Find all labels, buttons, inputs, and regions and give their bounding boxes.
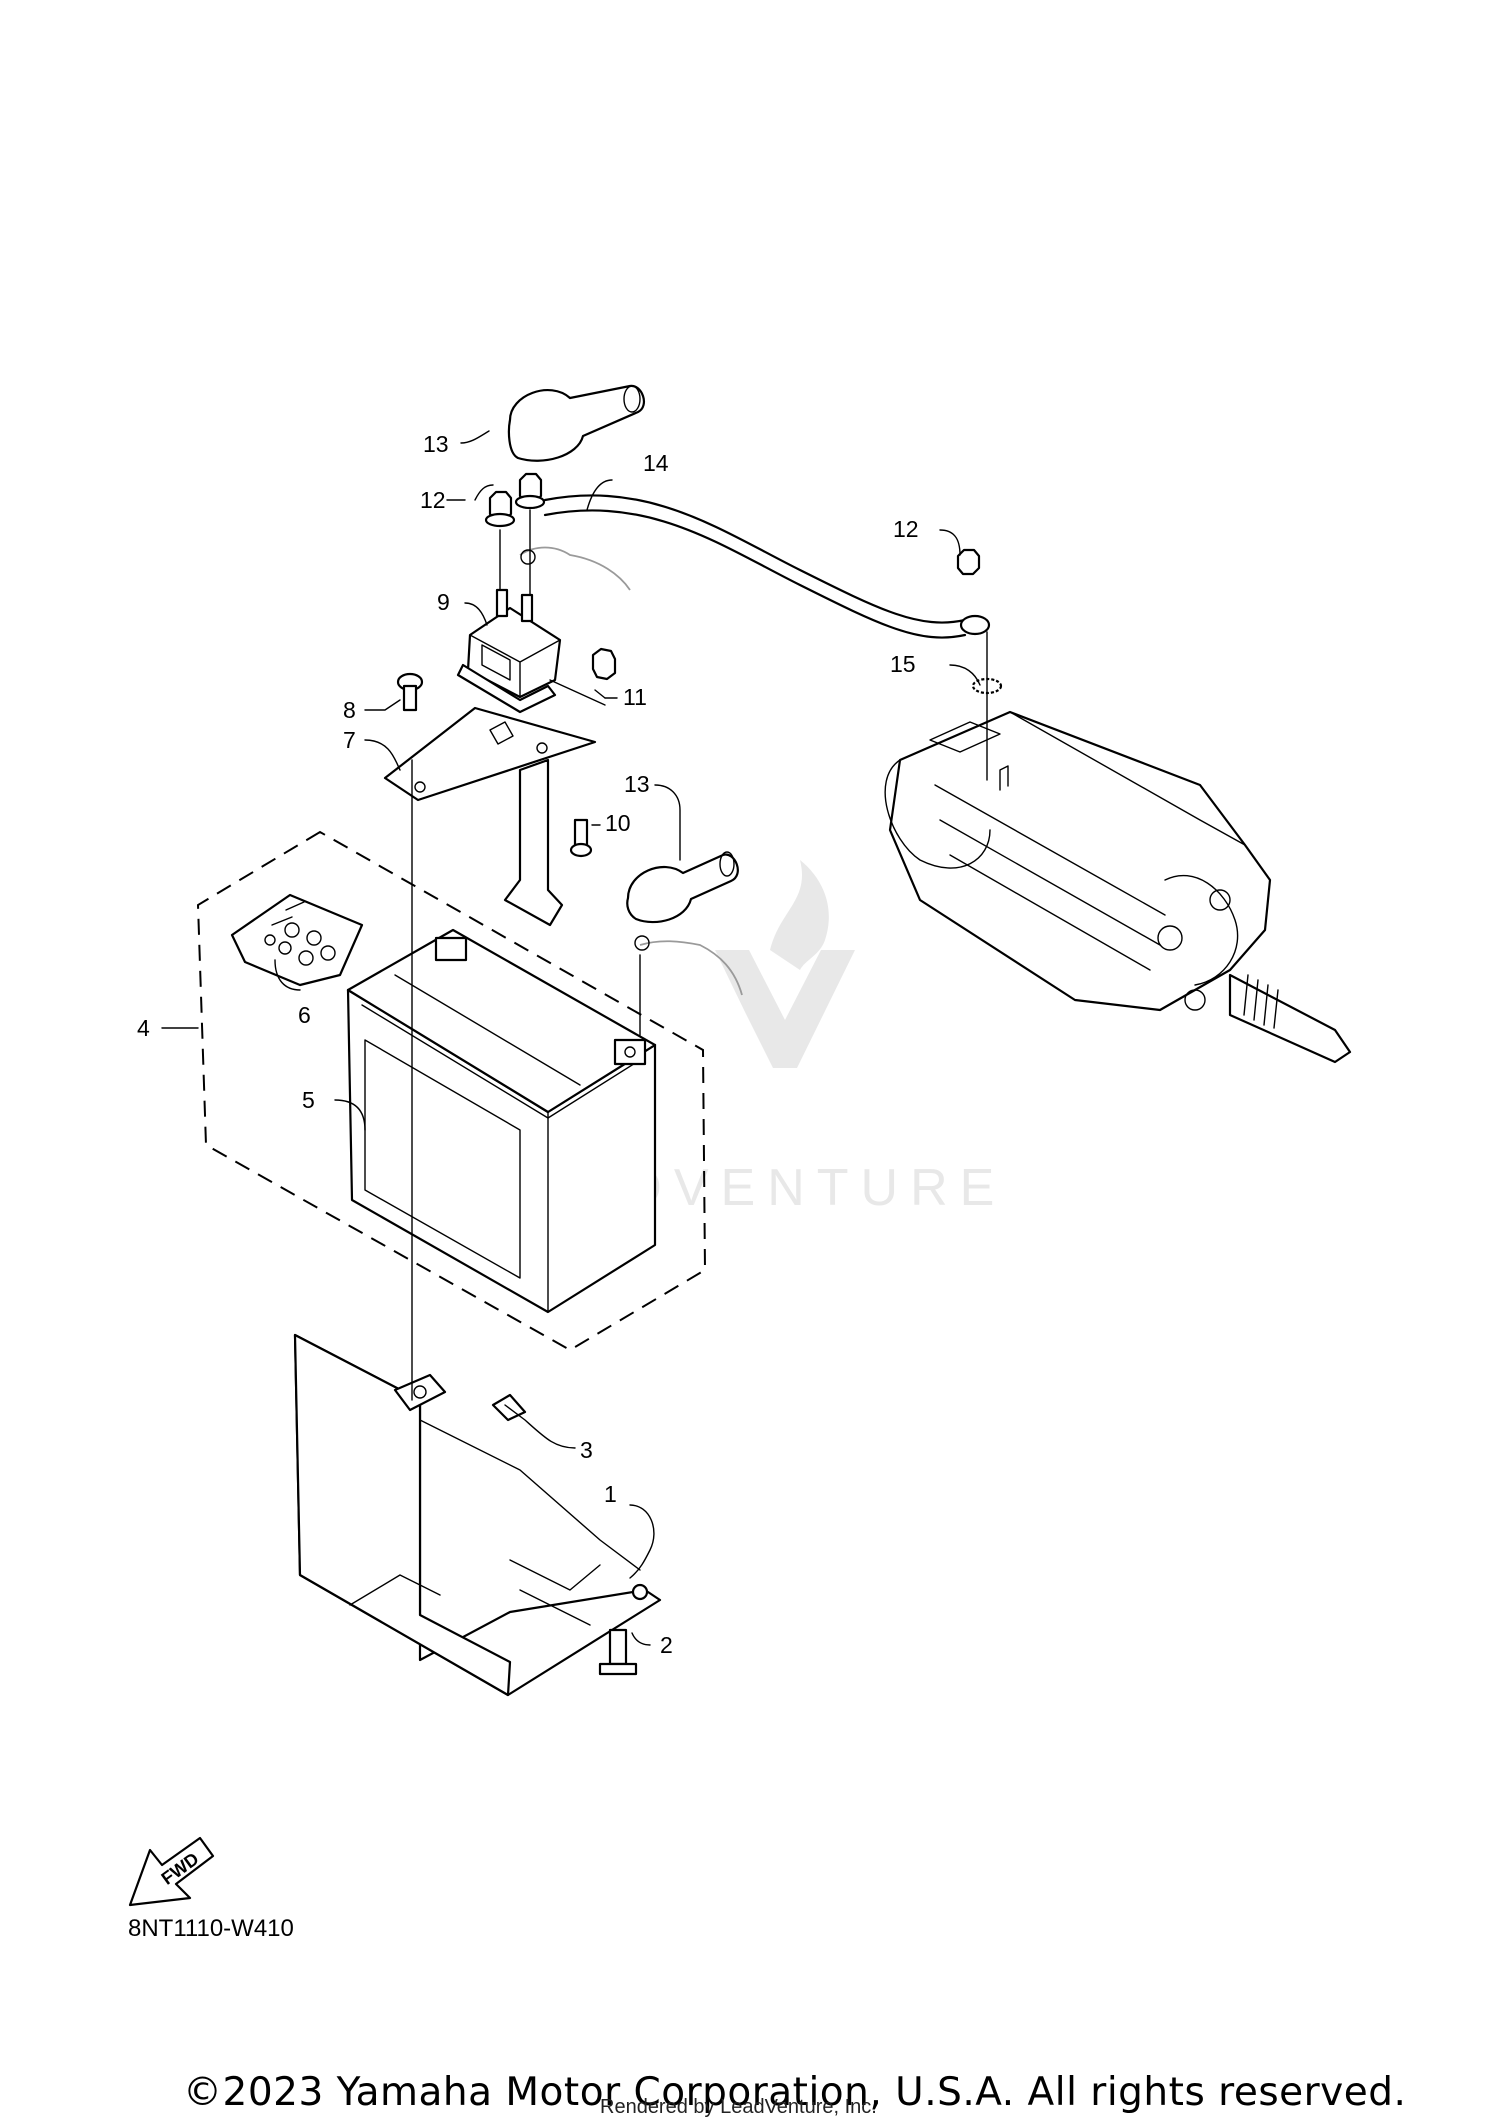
callout-7: 7: [343, 727, 356, 753]
terminal-screws-pack: [230, 893, 364, 987]
callout-5: 5: [302, 1087, 315, 1113]
callout-11: 11: [623, 684, 647, 710]
starter-motor: [884, 710, 1352, 1064]
callout-15: 15: [890, 651, 916, 677]
bracket-7: [383, 706, 597, 927]
diagram-code: 8NT1110-W410: [128, 1915, 294, 1942]
battery-box: [293, 1333, 662, 1697]
callout-13-top: 13: [423, 431, 449, 457]
fwd-arrow-icon: FWD: [128, 1836, 215, 1907]
callout-2: 2: [660, 1632, 673, 1658]
callout-10: 10: [605, 810, 631, 836]
bolt-2: [598, 1628, 638, 1676]
callouts: 1 2 3 4 5 6 7 8 9 10 11 12 12 13 13 14 1…: [137, 431, 919, 1658]
nuts-12-relay: [484, 472, 546, 528]
rendered-by-credit: Rendered by LeadVenture, Inc.: [600, 2096, 877, 2118]
nut-12-starter: [956, 548, 981, 576]
battery: [346, 928, 657, 1314]
battery-kit-outline: [196, 830, 707, 1352]
callout-9: 9: [437, 589, 450, 615]
callout-8: 8: [343, 697, 356, 723]
callout-3: 3: [580, 1437, 593, 1463]
nut-11: [591, 647, 617, 681]
starter-relay: [456, 588, 562, 714]
copyright-notice: ©2023 Yamaha Motor Corporation, U.S.A. A…: [183, 2070, 1407, 2115]
cable-14: [519, 494, 991, 639]
bolt-8: [396, 672, 424, 712]
terminal-cover-top: [507, 384, 646, 462]
callout-1: 1: [604, 1481, 617, 1507]
callout-6: 6: [298, 1002, 311, 1028]
callout-13-lower: 13: [624, 771, 650, 797]
bolt-10: [569, 818, 593, 858]
leader-lines: [161, 430, 988, 1646]
callout-12-relay: 12: [420, 487, 446, 513]
terminal-cover-lower: [626, 851, 743, 996]
callout-14: 14: [643, 450, 669, 476]
callout-12-starter: 12: [893, 516, 919, 542]
callout-4: 4: [137, 1015, 150, 1041]
